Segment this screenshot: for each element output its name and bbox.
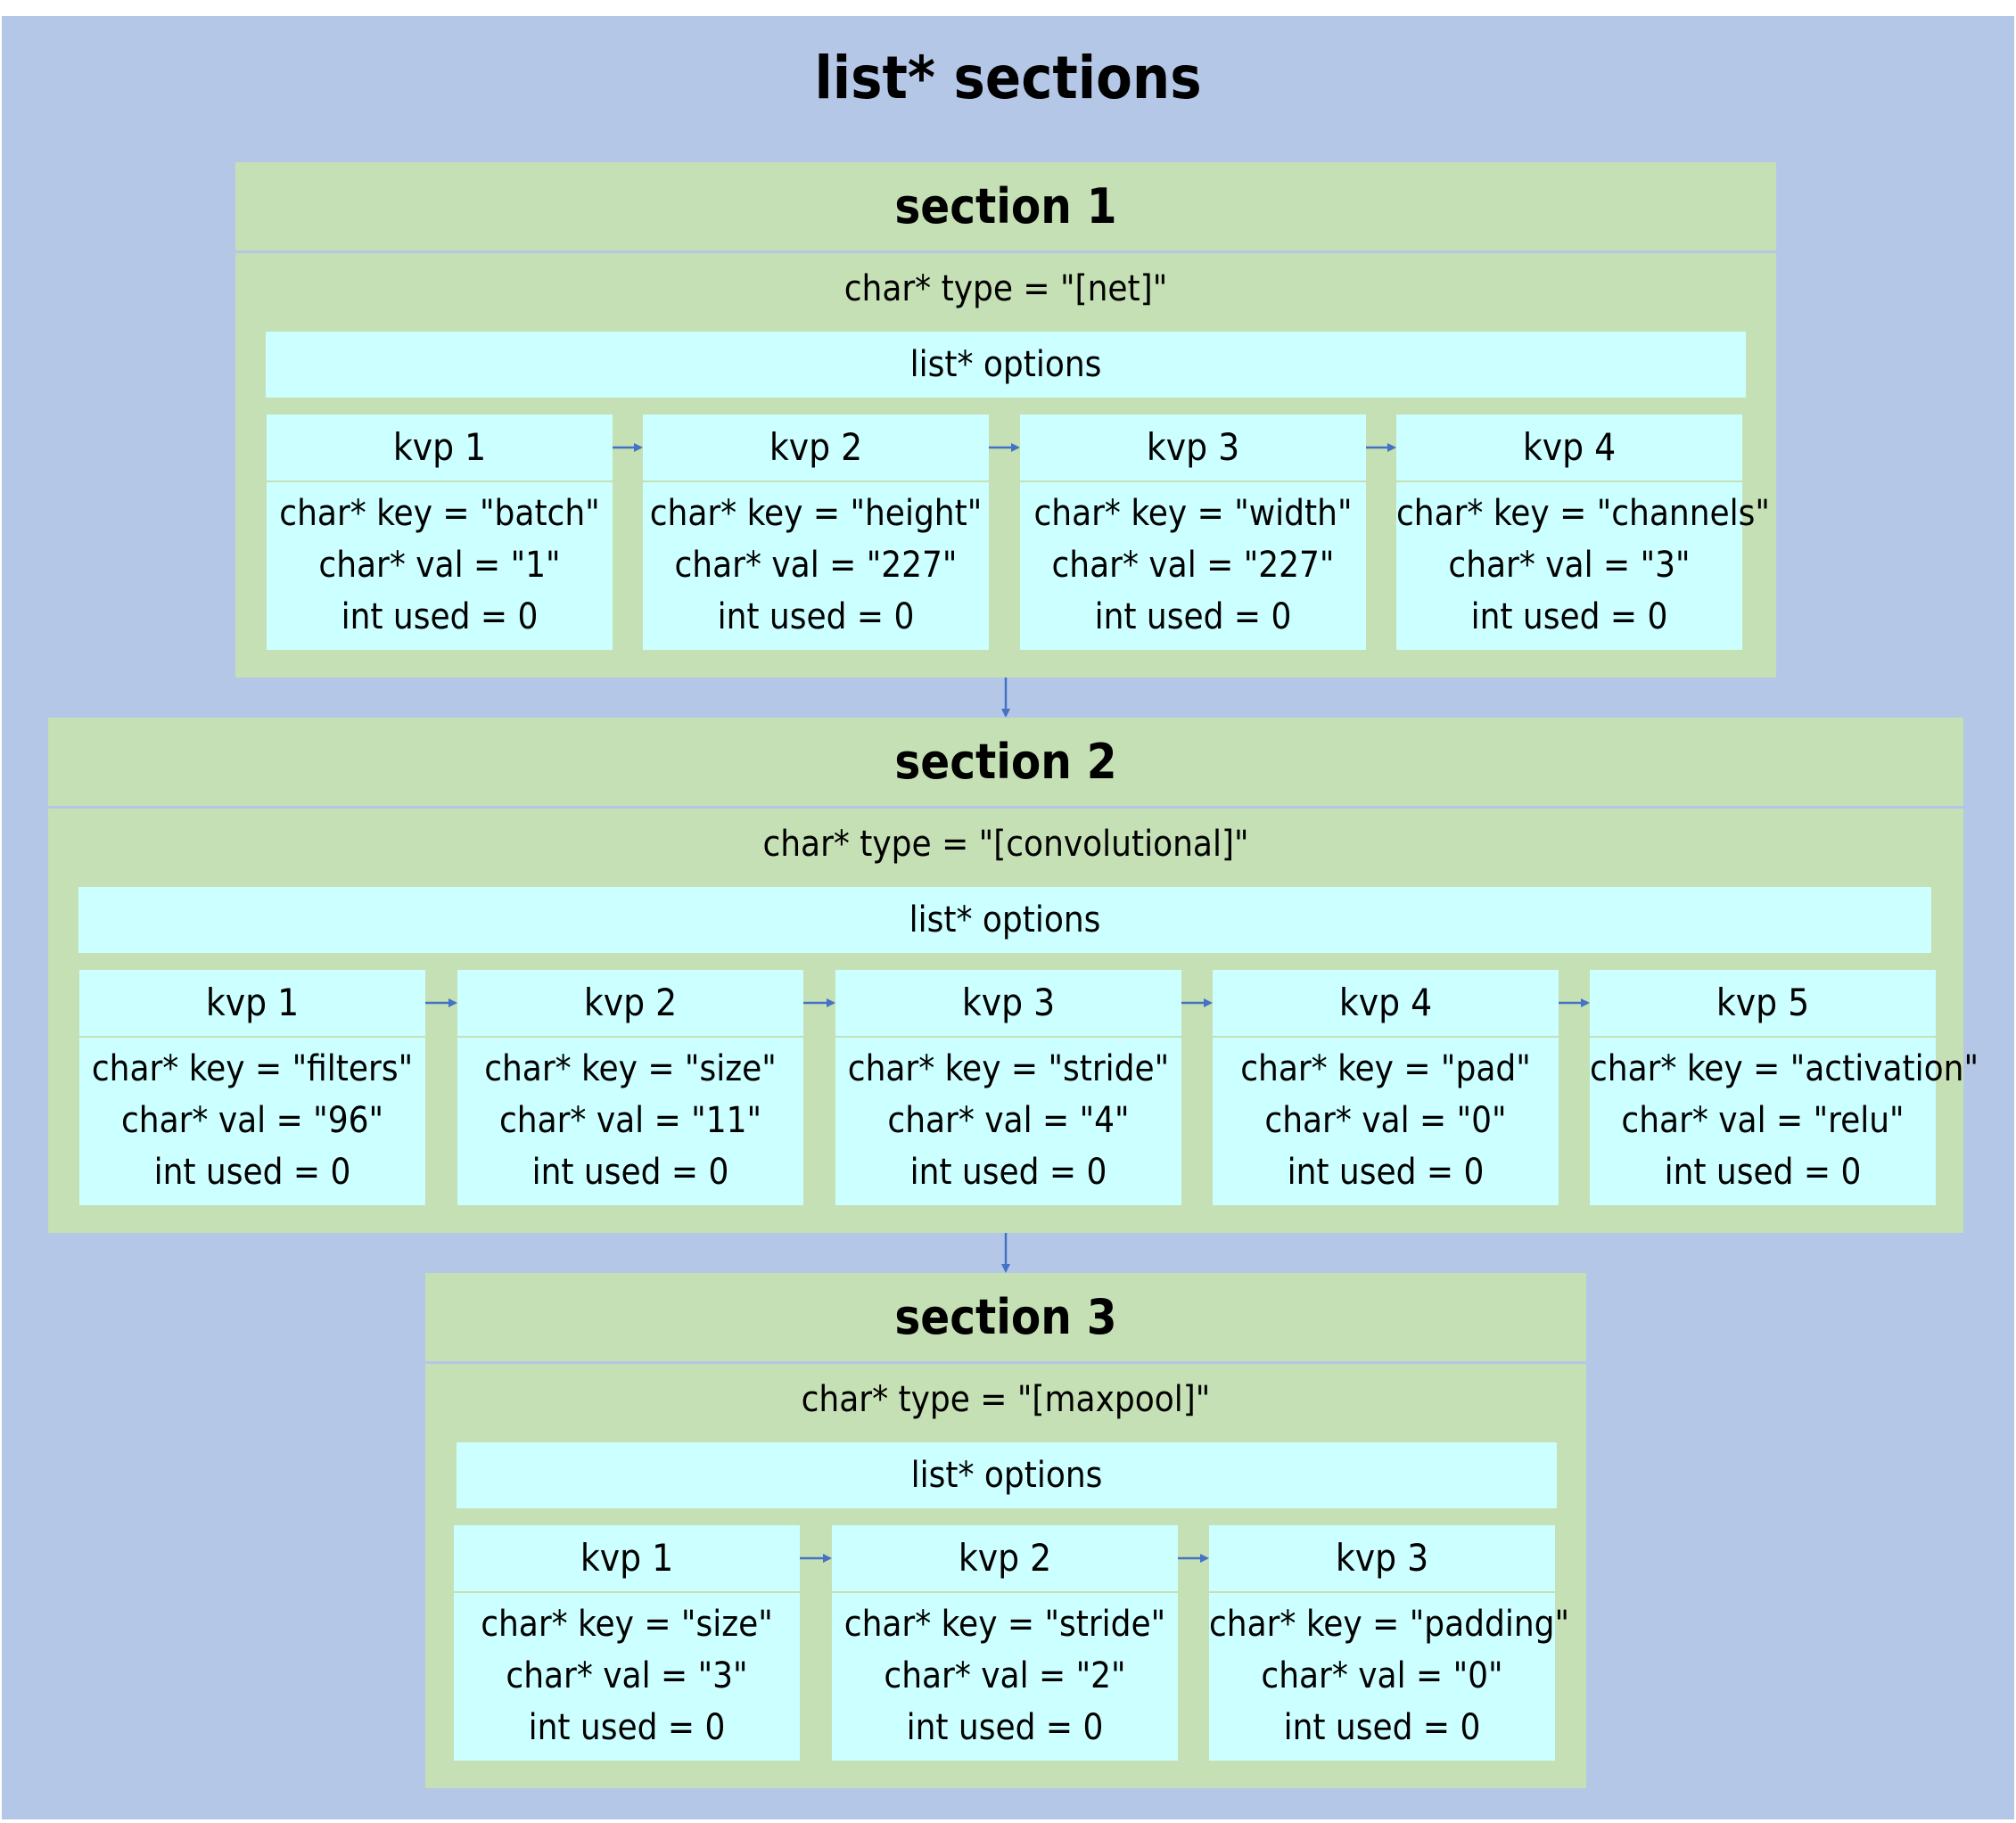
kvp-label: kvp 4 bbox=[1213, 970, 1559, 1038]
kvp-key: char* key = "pad" bbox=[1240, 1048, 1531, 1089]
kvp-val: char* val = "2" bbox=[884, 1655, 1126, 1696]
kvp-used: int used = 0 bbox=[1283, 1707, 1481, 1748]
kvp-label: kvp 3 bbox=[835, 970, 1181, 1038]
kvp-val: char* val = "227" bbox=[674, 545, 958, 586]
kvp-box: kvp 3 char* key = "padding" char* val = … bbox=[1209, 1525, 1570, 1761]
kvp-box: kvp 2 char* key = "stride" char* val = "… bbox=[832, 1525, 1178, 1761]
kvp-val: char* val = "227" bbox=[1051, 545, 1335, 586]
kvp-used: int used = 0 bbox=[906, 1707, 1104, 1748]
kvp-label: kvp 2 bbox=[832, 1525, 1178, 1593]
kvp-box: kvp 5 char* key = "activation" char* val… bbox=[1590, 970, 1979, 1205]
section-label: section 1 bbox=[235, 162, 1776, 253]
kvp-used: int used = 0 bbox=[1287, 1152, 1485, 1193]
kvp-val: char* val = "0" bbox=[1264, 1100, 1507, 1141]
kvp-key: char* key = "stride" bbox=[847, 1048, 1170, 1089]
kvp-val: char* val = "3" bbox=[506, 1655, 748, 1696]
kvp-box: kvp 1 char* key = "batch" char* val = "1… bbox=[267, 415, 613, 650]
diagram-background: list* sections section 1 char* type = "[… bbox=[2, 16, 2014, 1819]
options-list-header: list* options bbox=[78, 887, 1931, 953]
diagram-title: list* sections bbox=[814, 44, 1202, 112]
kvp-label: kvp 4 bbox=[1396, 415, 1742, 482]
section-2: section 2 char* type = "[convolutional]"… bbox=[48, 718, 1979, 1233]
kvp-val: char* val = "relu" bbox=[1621, 1100, 1905, 1141]
kvp-val: char* val = "1" bbox=[318, 545, 561, 586]
kvp-used: int used = 0 bbox=[1664, 1152, 1862, 1193]
kvp-label: kvp 2 bbox=[457, 970, 803, 1038]
kvp-box: kvp 3 char* key = "stride" char* val = "… bbox=[835, 970, 1181, 1205]
kvp-key: char* key = "batch" bbox=[279, 493, 600, 534]
kvp-label: kvp 1 bbox=[79, 970, 425, 1038]
kvp-box: kvp 2 char* key = "size" char* val = "11… bbox=[457, 970, 803, 1205]
kvp-val: char* val = "4" bbox=[887, 1100, 1130, 1141]
options-list-header: list* options bbox=[457, 1442, 1557, 1508]
kvp-label: kvp 5 bbox=[1590, 970, 1936, 1038]
section-type: char* type = "[convolutional]" bbox=[762, 824, 1249, 865]
options-list-header: list* options bbox=[266, 332, 1746, 398]
kvp-key: char* key = "size" bbox=[484, 1048, 777, 1089]
kvp-box: kvp 3 char* key = "width" char* val = "2… bbox=[1020, 415, 1366, 650]
kvp-used: int used = 0 bbox=[1470, 596, 1668, 637]
kvp-val: char* val = "96" bbox=[120, 1100, 384, 1141]
kvp-box: kvp 2 char* key = "height" char* val = "… bbox=[643, 415, 989, 650]
kvp-key: char* key = "padding" bbox=[1209, 1604, 1570, 1645]
kvp-key: char* key = "width" bbox=[1033, 493, 1353, 534]
connector-arrows bbox=[425, 443, 1590, 1563]
kvp-key: char* key = "size" bbox=[481, 1604, 773, 1645]
kvp-val: char* val = "11" bbox=[498, 1100, 762, 1141]
kvp-key: char* key = "filters" bbox=[91, 1048, 414, 1089]
kvp-used: int used = 0 bbox=[153, 1152, 351, 1193]
kvp-box: kvp 1 char* key = "size" char* val = "3"… bbox=[454, 1525, 800, 1761]
kvp-label: kvp 3 bbox=[1020, 415, 1366, 482]
kvp-val: char* val = "3" bbox=[1448, 545, 1691, 586]
kvp-used: int used = 0 bbox=[528, 1707, 726, 1748]
kvp-val: char* val = "0" bbox=[1261, 1655, 1503, 1696]
kvp-key: char* key = "height" bbox=[649, 493, 983, 534]
kvp-used: int used = 0 bbox=[1094, 596, 1292, 637]
section-label: section 3 bbox=[425, 1273, 1586, 1364]
section-type: char* type = "[net]" bbox=[843, 268, 1168, 309]
section-label: section 2 bbox=[48, 718, 1963, 809]
kvp-used: int used = 0 bbox=[531, 1152, 729, 1193]
kvp-key: char* key = "activation" bbox=[1590, 1048, 1979, 1089]
kvp-label: kvp 2 bbox=[643, 415, 989, 482]
kvp-used: int used = 0 bbox=[909, 1152, 1107, 1193]
kvp-box: kvp 1 char* key = "filters" char* val = … bbox=[79, 970, 425, 1205]
kvp-key: char* key = "channels" bbox=[1396, 493, 1770, 534]
section-3: section 3 char* type = "[maxpool]" list*… bbox=[425, 1273, 1586, 1788]
kvp-label: kvp 1 bbox=[267, 415, 613, 482]
kvp-label: kvp 1 bbox=[454, 1525, 800, 1593]
section-1: section 1 char* type = "[net]" list* opt… bbox=[235, 162, 1776, 677]
kvp-box: kvp 4 char* key = "channels" char* val =… bbox=[1396, 415, 1770, 650]
kvp-box: kvp 4 char* key = "pad" char* val = "0" … bbox=[1213, 970, 1559, 1205]
kvp-key: char* key = "stride" bbox=[843, 1604, 1166, 1645]
section-type: char* type = "[maxpool]" bbox=[801, 1379, 1211, 1420]
kvp-label: kvp 3 bbox=[1209, 1525, 1555, 1593]
kvp-used: int used = 0 bbox=[341, 596, 539, 637]
kvp-used: int used = 0 bbox=[717, 596, 915, 637]
